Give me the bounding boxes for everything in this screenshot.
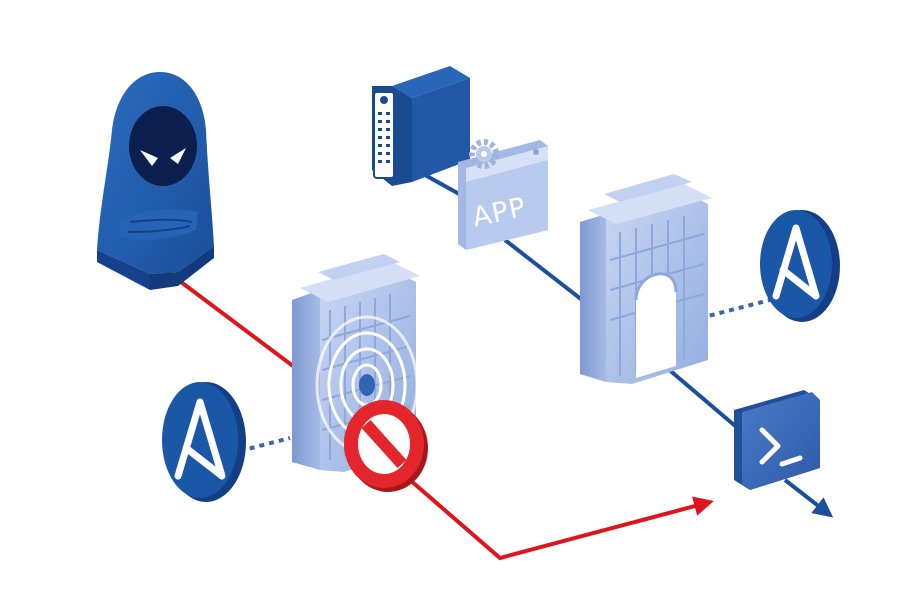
server-icon [372, 66, 470, 186]
ansible-logo-icon [760, 210, 840, 322]
gateway-arch-icon [580, 174, 712, 384]
terminal-icon [734, 390, 820, 490]
control-links [239, 298, 771, 453]
block-icon [344, 400, 428, 492]
ansible-logo-icon [162, 382, 246, 502]
hacker-icon [97, 72, 214, 290]
gear-icon [469, 139, 499, 169]
